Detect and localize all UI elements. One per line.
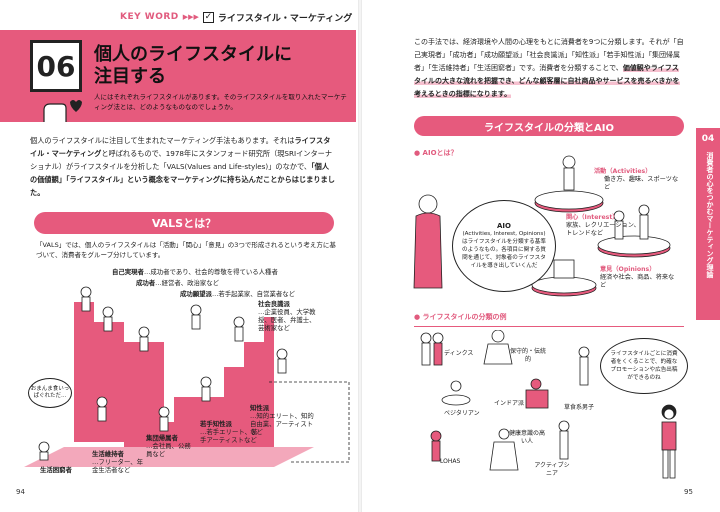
aio-bubble-head: AIO bbox=[497, 222, 511, 230]
vals-group-label: 自己実現者…成功者であり、社会的尊敬を得ている人種者 bbox=[112, 268, 278, 276]
vals-group-label: 知性派…知的エリート、知的自由業、アーティストなど bbox=[250, 404, 316, 436]
intro-paragraph: 個人のライフスタイルに注目して生まれたマーケティング手法もあります。それはライフ… bbox=[30, 134, 335, 199]
type-label: 草食系男子 bbox=[564, 404, 595, 411]
title-subtitle: 人にはそれぞれライフスタイルがあります。そのライフスタイルを取り入れたマーケティ… bbox=[94, 93, 347, 111]
chapter-title: 消費者の心をつかむマーケティング理論 bbox=[706, 152, 714, 278]
chapter-number: 04 bbox=[701, 134, 715, 144]
aio-opinions: 意見（Opinions） 経済や社会、商品、将来など bbox=[600, 266, 676, 290]
vals-group-label: 若手知性派…若手エリート、若手アーティストなど bbox=[200, 420, 260, 444]
aio-interest: 関心（Interest） 家族、レクリエーション、トレンドなど bbox=[566, 214, 642, 238]
vals-group-label: 成功願望派…若手起業家、自営業者など bbox=[180, 290, 295, 298]
group-name: 社会良識派 bbox=[258, 300, 290, 308]
speech-bubble: おまんま食いっぱぐれただ… bbox=[28, 378, 72, 408]
aio-question: ● AIOとは？ bbox=[414, 149, 458, 157]
title-line-2: 注目する bbox=[94, 66, 166, 87]
group-name: 若手知性派 bbox=[200, 420, 232, 428]
section-number: 06 bbox=[30, 40, 82, 92]
aio-activities: 活動（Activities） 働き方、趣味、スポーツなど bbox=[594, 168, 684, 192]
interest-caption: 関心（Interest） bbox=[566, 214, 619, 221]
page-number-right: 95 bbox=[684, 488, 693, 496]
activities-caption: 活動（Activities） bbox=[594, 168, 652, 175]
aio-heading: ライフスタイルの分類とAIO bbox=[414, 116, 684, 136]
group-desc: …経営者、政治家など bbox=[155, 279, 220, 287]
vals-description: 「VALS」では、個人のライフスタイルは「活動」「関心」「意見」の3つで形成され… bbox=[36, 241, 336, 259]
page-number-left: 94 bbox=[16, 488, 25, 496]
group-desc: …知的エリート、知的自由業、アーティストなど bbox=[250, 412, 314, 436]
keyword-label: KEY WORD bbox=[120, 12, 179, 22]
type-label: LOHAS bbox=[440, 458, 461, 465]
vals-group-label: 生活維持者…フリーター、年金生活者など bbox=[92, 450, 148, 474]
types-heading: ● ライフスタイルの分類の例 bbox=[414, 313, 507, 321]
group-name: 成功願望派 bbox=[180, 290, 212, 298]
vals-group-label: 集団帰属者…会社員、公務員など bbox=[146, 434, 196, 458]
keyword-row: KEY WORD ▶▶▶ ✓ ライフスタイル・マーケティング bbox=[120, 10, 352, 24]
group-name: 生活困窮者 bbox=[40, 466, 72, 474]
group-desc: …フリーター、年金生活者など bbox=[92, 458, 144, 474]
type-label: 健康意識の高い人 bbox=[508, 430, 545, 445]
vals-group-label: 成功者…経営者、政治家など bbox=[136, 279, 219, 287]
intro-text-c: と呼ばれるもので、1978年にスタンフォード研究所（現SRIインターナショナル）… bbox=[30, 149, 333, 171]
types-speech-bubble: ライフスタイルごとに消費者をくくることで、的確なプロモーションや広告出稿ができる… bbox=[600, 338, 688, 394]
group-desc: …会社員、公務員など bbox=[146, 442, 191, 458]
group-desc: …若手起業家、自営業者など bbox=[211, 290, 296, 298]
group-name: 生活維持者 bbox=[92, 450, 124, 458]
right-intro-paragraph: この手法では、経済環境や人間の心理をもとに消費者を9つに分類します。それが「自己… bbox=[414, 36, 684, 101]
vals-staircase-illustration bbox=[24, 286, 350, 467]
page-title: 個人のライフスタイルに 注目する bbox=[94, 44, 349, 88]
type-label: ベジタリアン bbox=[444, 410, 480, 417]
lifestyle-types-illustration bbox=[420, 330, 590, 471]
aio-speech-bubble: AIO (Activities, Interest, Opinions) はライ… bbox=[452, 200, 556, 292]
aio-bubble-sub: (Activities, Interest, Opinions) bbox=[462, 231, 546, 237]
group-name: 自己実現者 bbox=[112, 268, 144, 276]
arrows-icon: ▶▶▶ bbox=[182, 13, 199, 21]
types-divider bbox=[414, 326, 684, 327]
aio-bubble-body: はライフスタイルを分類する基準のようなもの。各項目に関する質問を通じて、対象者の… bbox=[462, 239, 546, 269]
hand-heart-icon bbox=[43, 100, 82, 122]
type-label: 保守的・伝統的 bbox=[509, 348, 546, 363]
intro-text-bold-2: 「個人の価値観」「ライフスタイル」という概念をマーケティングに持ち込んだことから… bbox=[30, 162, 335, 197]
checkbox-icon: ✓ bbox=[202, 11, 214, 23]
type-label: アクティブシニア bbox=[534, 462, 570, 477]
right-intro-text: この手法では、経済環境や人間の心理をもとに消費者を9つに分類します。それが「自己… bbox=[414, 38, 684, 72]
interest-desc: 家族、レクリエーション、トレンドなど bbox=[566, 222, 640, 237]
vals-group-label: 社会良識派…企業役員、大学教授、医者、弁護士、芸術家など bbox=[258, 300, 318, 332]
book-gutter bbox=[358, 0, 362, 512]
vals-heading: VALSとは？ bbox=[34, 212, 334, 234]
woman-illustration bbox=[661, 404, 677, 479]
group-desc: …若手エリート、若手アーティストなど bbox=[200, 428, 258, 444]
group-desc: …成功者であり、社会的尊敬を得ている人種者 bbox=[143, 268, 278, 276]
group-name: 成功者 bbox=[136, 279, 156, 287]
title-line-1: 個人のライフスタイルに bbox=[94, 44, 292, 65]
group-name: 集団帰属者 bbox=[146, 434, 178, 442]
chapter-side-tab: 04 消費者の心をつかむマーケティング理論 bbox=[696, 128, 720, 320]
vals-group-label: 生活困窮者 bbox=[40, 466, 72, 474]
type-label: インドア派 bbox=[494, 400, 525, 407]
intro-text-a: 個人のライフスタイルに注目して生まれたマーケティング手法もあります。それは bbox=[30, 136, 295, 145]
opinions-desc: 経済や社会、商品、将来など bbox=[600, 274, 675, 289]
aio-illustration bbox=[413, 155, 671, 297]
group-name: 知性派 bbox=[250, 404, 270, 412]
opinions-caption: 意見（Opinions） bbox=[600, 266, 656, 273]
intro-text-bold-1: ライフスタイル・マーケティング bbox=[30, 136, 331, 158]
group-desc: …企業役員、大学教授、医者、弁護士、芸術家など bbox=[258, 308, 316, 332]
type-label: ディンクス bbox=[444, 350, 474, 357]
activities-desc: 働き方、趣味、スポーツなど bbox=[604, 176, 679, 191]
keyword-topic: ライフスタイル・マーケティング bbox=[217, 13, 353, 24]
